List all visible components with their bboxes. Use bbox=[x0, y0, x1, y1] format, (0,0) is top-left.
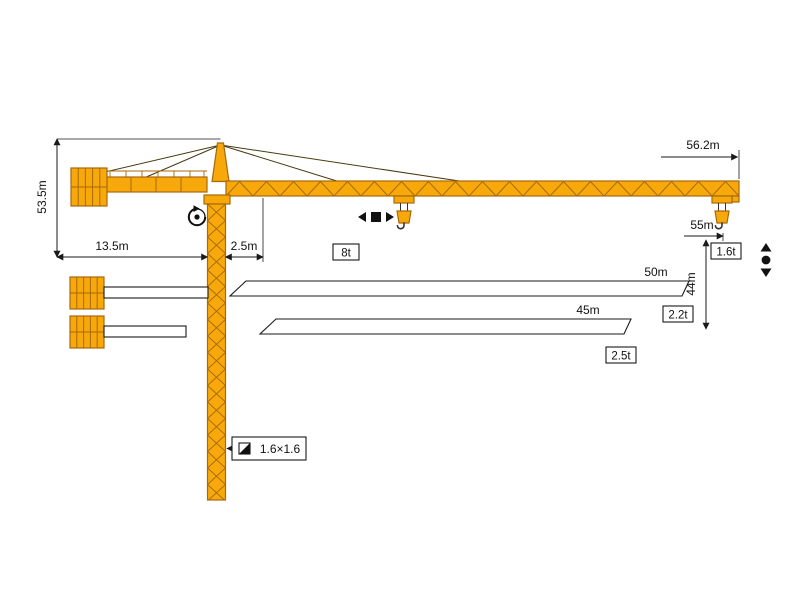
dim-label-max-radius: 56.2m bbox=[686, 138, 719, 152]
counterweight-block bbox=[70, 167, 108, 207]
jib-lattice bbox=[226, 181, 739, 196]
hoist-up-arrow-icon bbox=[760, 243, 772, 252]
tower-section-callout: 1.6×1.6 bbox=[226, 436, 307, 461]
dim-under-hook-height: 44m bbox=[684, 239, 710, 330]
jib bbox=[225, 180, 740, 203]
jib-option-45m: 45m 2.5t bbox=[258, 303, 637, 364]
alt-counterweight-row-2 bbox=[69, 315, 187, 349]
dim-hook-height: 53.5m bbox=[35, 138, 221, 258]
trolley-travel-icon bbox=[358, 212, 394, 222]
capacity-label-tip: 1.6t bbox=[716, 247, 736, 259]
tower-apex bbox=[211, 142, 230, 183]
alt-counterjib-bar-1 bbox=[103, 286, 209, 299]
trolley-hook-mid bbox=[393, 195, 415, 230]
pendant-line-jib-1 bbox=[220, 144, 341, 183]
dim-max-radius: 56.2m bbox=[661, 138, 740, 179]
dim-label-tip-radius: 55m bbox=[690, 218, 713, 232]
jib-option-45m-outline bbox=[258, 318, 632, 335]
capacity-box-50m bbox=[662, 305, 694, 323]
pendant-line-counterjib-2 bbox=[143, 144, 221, 179]
tower-section-label: 1.6×1.6 bbox=[260, 442, 301, 456]
dim-label-counterjib-radius: 13.5m bbox=[95, 239, 128, 253]
trolley-hook-tip bbox=[711, 195, 733, 230]
jib-option-45m-label: 45m bbox=[576, 303, 599, 317]
alt-counterjib-bar-2 bbox=[103, 325, 187, 338]
pendant-line-jib-2 bbox=[220, 144, 467, 183]
hoist-hook-dot-icon bbox=[761, 255, 771, 265]
dim-counterjib-radius: 13.5m bbox=[56, 239, 209, 261]
dim-label-min-radius: 2.5m bbox=[231, 239, 258, 253]
capacity-box-45m bbox=[605, 346, 637, 364]
capacity-box-tip: 1.6t bbox=[710, 242, 742, 260]
jib-option-50m-label: 50m bbox=[644, 265, 667, 279]
travel-right-arrow-icon bbox=[386, 212, 394, 222]
jib-option-50m-outline bbox=[228, 280, 690, 297]
dim-min-radius: 2.5m bbox=[224, 198, 264, 262]
slewing-icon bbox=[187, 205, 207, 227]
alt-counterweight-row-1 bbox=[69, 276, 209, 310]
hoisting-icon bbox=[760, 243, 772, 277]
travel-square-icon bbox=[371, 212, 381, 222]
capacity-label-50m: 2.2t bbox=[668, 310, 688, 322]
hoist-down-arrow-icon bbox=[760, 268, 772, 277]
tower-lattice bbox=[207, 204, 226, 500]
slewing-turntable bbox=[203, 194, 231, 205]
jib-tip-block bbox=[731, 195, 740, 203]
dim-label-hook-height: 53.5m bbox=[35, 180, 49, 213]
dim-tip-radius: 55m bbox=[684, 218, 724, 241]
capacity-label-45m: 2.5t bbox=[611, 351, 631, 363]
crane-structure bbox=[70, 142, 740, 501]
counterjib-handrail bbox=[106, 170, 207, 177]
capacity-label-trolley: 8t bbox=[341, 248, 351, 260]
jib-option-50m: 50m 2.2t bbox=[228, 265, 694, 323]
tower-mast bbox=[206, 203, 227, 501]
capacity-box-trolley: 8t bbox=[332, 243, 360, 261]
travel-left-arrow-icon bbox=[358, 212, 366, 222]
counter-jib bbox=[105, 176, 208, 193]
dim-label-under-hook-height: 44m bbox=[684, 272, 698, 295]
